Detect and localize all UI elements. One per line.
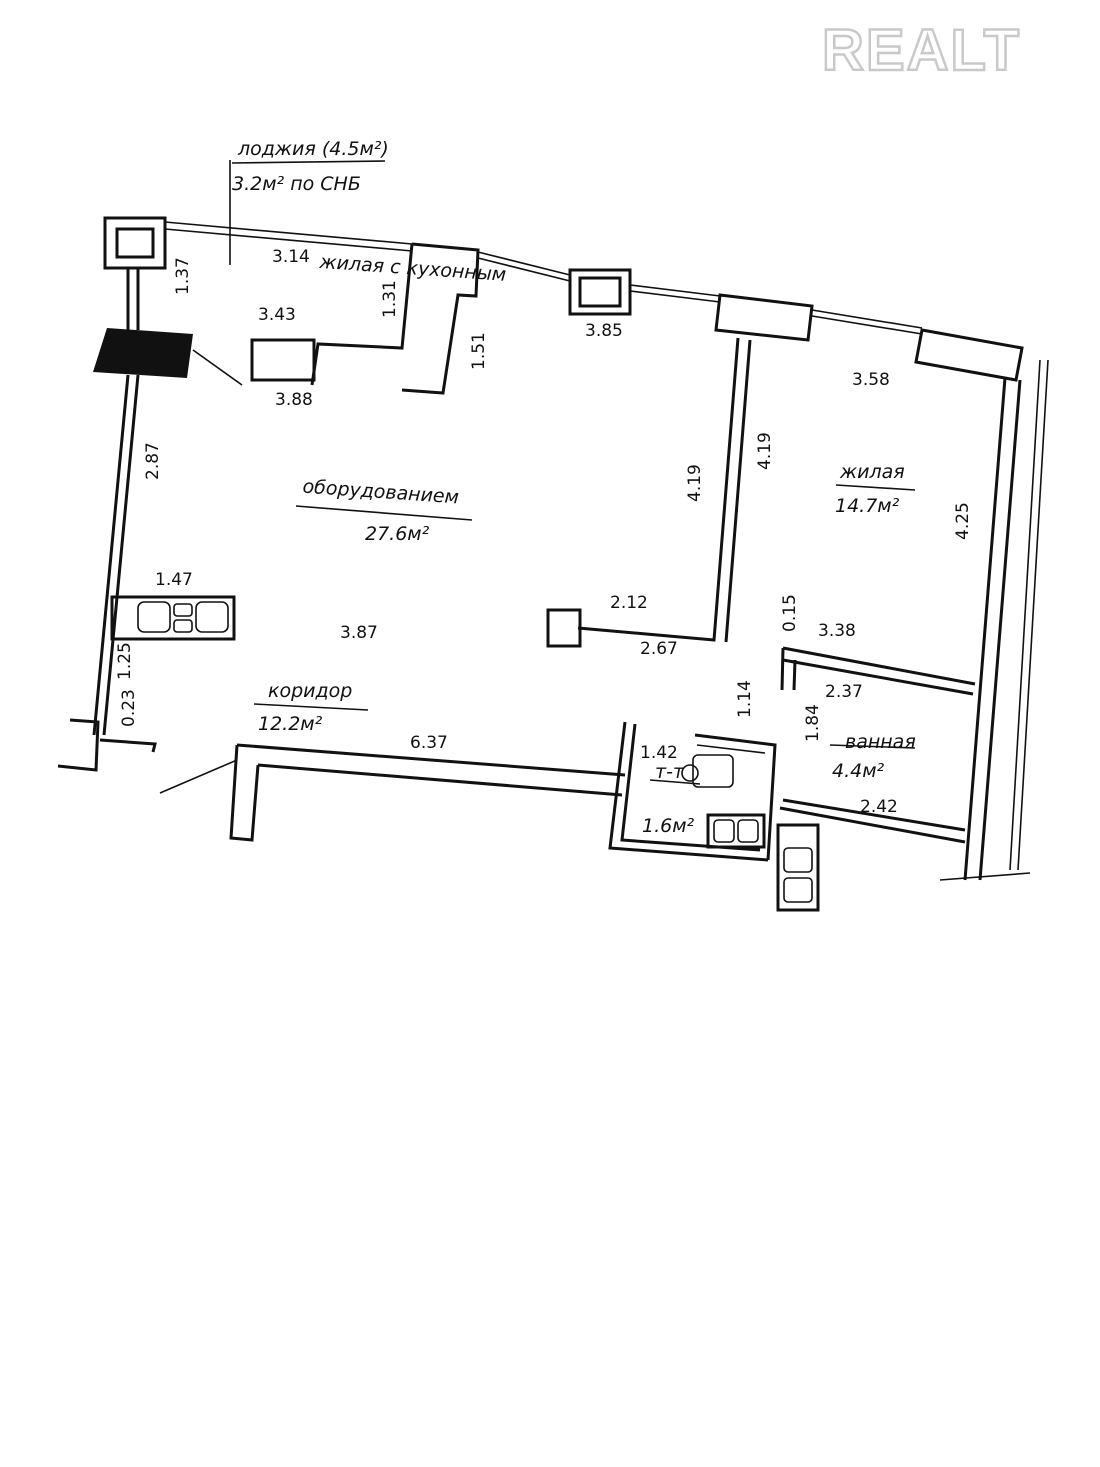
dim-3-88: 3.88 — [275, 390, 313, 410]
window-top-3 — [811, 309, 923, 329]
right-outer-wall — [963, 377, 1007, 881]
loggia-inner-wall — [401, 242, 480, 395]
dim-4-19-left: 4.19 — [685, 464, 705, 502]
corridor-area: 12.2м² — [258, 713, 323, 735]
walls — [57, 216, 1049, 881]
wc-walls — [608, 721, 769, 862]
partition-bathroom — [782, 646, 976, 686]
living-kitchen-label-line2: оборудованием — [302, 476, 460, 509]
dim-2-67: 2.67 — [640, 639, 678, 659]
dim-0-23: 0.23 — [119, 689, 139, 727]
loggia-area-snb: 3.2м² по СНБ — [232, 173, 361, 195]
loggia-label: лоджия (4.5м²) — [237, 138, 389, 160]
column-center — [546, 608, 582, 648]
bedroom-label: жилая — [839, 461, 905, 483]
dim-2-12: 2.12 — [610, 593, 648, 613]
toilet-drain-icon — [681, 764, 699, 782]
washing-machine — [776, 823, 820, 912]
dim-6-37: 6.37 — [410, 733, 448, 753]
column-top-right — [714, 293, 814, 342]
wc-area: 1.6м² — [642, 815, 695, 837]
dim-3-43: 3.43 — [258, 305, 296, 325]
wall-niche — [250, 338, 316, 382]
dim-2-42: 2.42 — [860, 797, 898, 817]
column-top-center — [568, 268, 632, 316]
bathroom-label: ванная — [845, 731, 916, 753]
dim-4-19-right: 4.19 — [755, 432, 775, 470]
dim-1-31: 1.31 — [380, 280, 400, 318]
window-top-2 — [629, 284, 721, 297]
dim-0-15: 0.15 — [780, 594, 800, 632]
wc-label: т-т — [655, 761, 685, 783]
dim-3-58: 3.58 — [852, 370, 890, 390]
wc-sink — [706, 813, 766, 849]
dim-3-14: 3.14 — [272, 247, 310, 267]
dim-2-37: 2.37 — [825, 682, 863, 702]
vent-shaft-top-left — [115, 227, 155, 259]
column-top-left — [103, 216, 167, 270]
dim-2-87: 2.87 — [143, 442, 163, 480]
partition-living-bedroom — [577, 337, 740, 642]
stove-burner-icon — [173, 603, 193, 617]
kitchen-sink-icon — [137, 601, 171, 633]
dim-1-51: 1.51 — [469, 332, 489, 370]
dim-1-47: 1.47 — [155, 570, 193, 590]
dim-1-37: 1.37 — [173, 257, 193, 295]
bedroom-area: 14.7м² — [835, 495, 900, 517]
left-door-block — [93, 328, 193, 378]
loggia-glazing — [164, 221, 413, 245]
kitchen-counter — [110, 595, 236, 641]
column-top-far-right — [914, 328, 1024, 382]
dim-3-87: 3.87 — [340, 623, 378, 643]
living-kitchen-area: 27.6м² — [365, 523, 430, 545]
fixtures — [110, 160, 916, 912]
dim-3-85: 3.85 — [585, 321, 623, 341]
dim-1-25: 1.25 — [115, 642, 135, 680]
corridor-bottom-wall — [236, 743, 626, 777]
window-top-1 — [477, 251, 571, 276]
dim-1-14: 1.14 — [735, 680, 755, 718]
dim-1-84: 1.84 — [803, 704, 823, 742]
dim-3-38: 3.38 — [818, 621, 856, 641]
corridor-label: коридор — [268, 680, 352, 702]
left-outer-wall — [92, 374, 130, 736]
dim-1-42: 1.42 — [640, 743, 678, 763]
bathroom-area: 4.4м² — [832, 760, 885, 782]
dimension-labels: 1.37 3.14 1.31 3.43 3.85 1.51 3.58 3.88 … — [115, 247, 973, 817]
dim-4-25: 4.25 — [953, 502, 973, 540]
watermark-logo: REALT — [822, 18, 1021, 83]
toilet-icon — [692, 754, 734, 788]
